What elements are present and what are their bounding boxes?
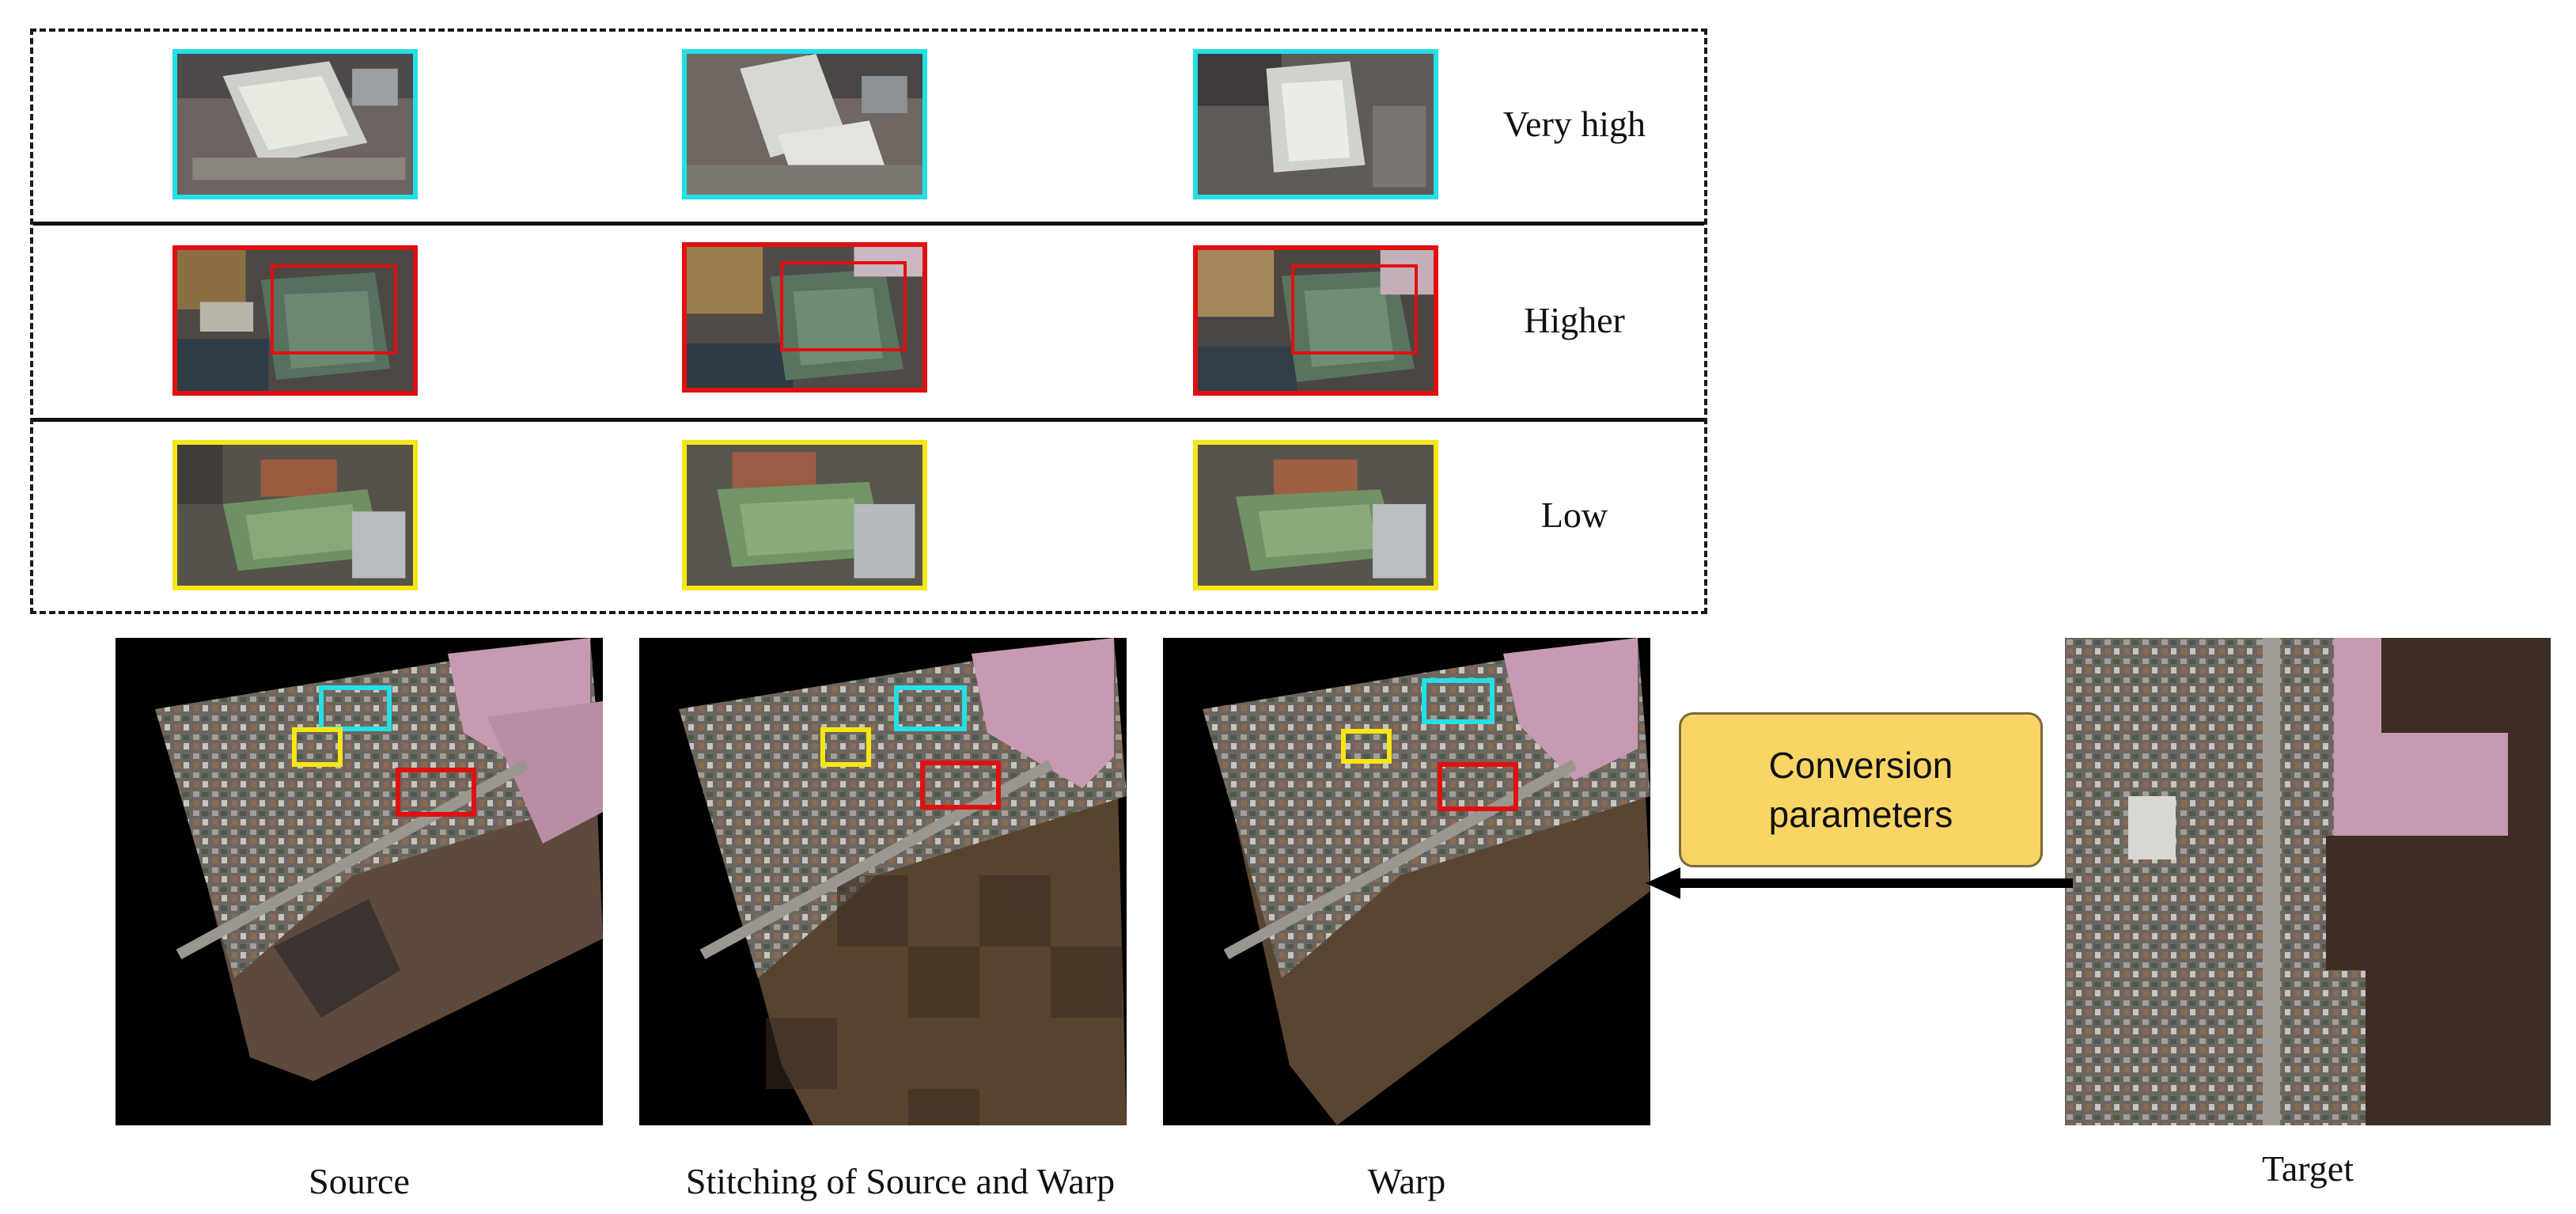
conversion-parameters-box: Conversion parameters <box>1679 712 2043 867</box>
row-divider <box>33 222 1704 226</box>
inner-match-box <box>1291 264 1418 355</box>
comparison-table <box>30 28 1707 614</box>
row-divider <box>33 418 1704 422</box>
patch-very-high-warp <box>1193 49 1438 199</box>
patch-higher-stitch <box>682 242 927 393</box>
conversion-line2: parameters <box>1768 794 1953 835</box>
source-image-panel <box>116 638 603 1125</box>
patch-very-high-stitch <box>682 49 927 199</box>
left-arrow-icon <box>1646 867 2073 899</box>
level-label-low: Low <box>1540 495 1608 535</box>
source-caption: Source <box>309 1161 410 1201</box>
patch-low-source <box>172 440 418 590</box>
patch-low-warp <box>1193 440 1438 590</box>
patch-very-high-source <box>172 49 418 199</box>
level-label-higher: Higher <box>1524 300 1625 340</box>
conversion-line1: Conversion <box>1768 744 1953 786</box>
target-image-panel <box>2065 638 2551 1125</box>
patch-higher-source <box>172 245 418 396</box>
inner-match-box <box>271 264 397 355</box>
stitching-image-panel <box>639 638 1127 1125</box>
stitching-caption: Stitching of Source and Warp <box>685 1161 1116 1201</box>
warp-image-panel <box>1163 638 1650 1125</box>
level-label-very-high: Very high <box>1502 104 1646 144</box>
inner-match-box <box>780 261 907 351</box>
warp-caption: Warp <box>1367 1161 1446 1201</box>
target-caption: Target <box>2262 1148 2354 1189</box>
patch-higher-warp <box>1193 245 1438 396</box>
patch-low-stitch <box>682 440 927 590</box>
